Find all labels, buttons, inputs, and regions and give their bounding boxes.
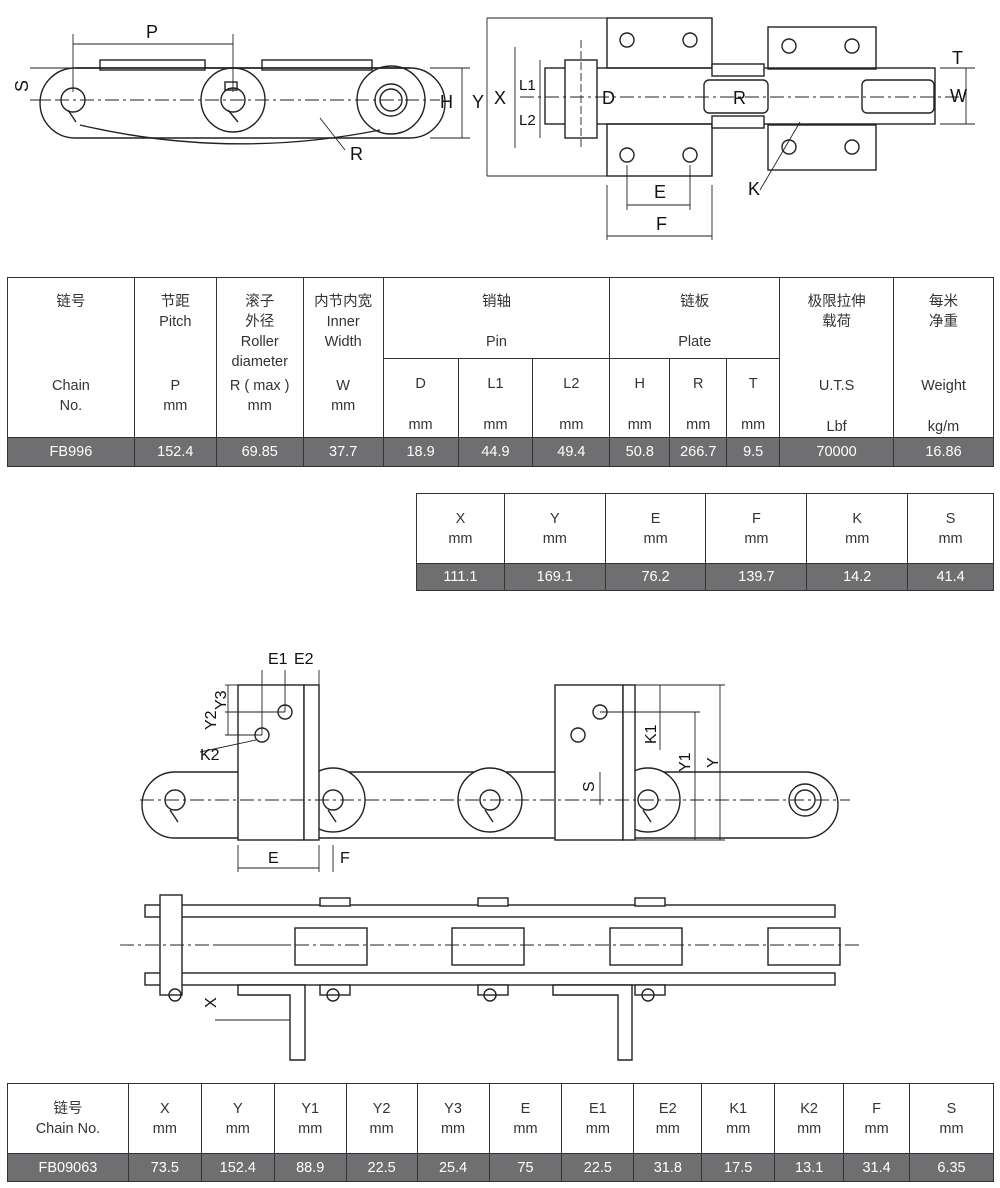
cell-S: 41.4 <box>907 563 994 591</box>
table-row: FB996 152.4 69.85 37.7 18.9 44.9 49.4 50… <box>7 437 994 467</box>
label-E1: E1 <box>268 651 288 668</box>
label-K: K <box>748 179 760 199</box>
cell-pitch: 152.4 <box>133 437 217 467</box>
cell-L1: 44.9 <box>457 437 534 467</box>
cell-E2: 31.8 <box>633 1153 703 1182</box>
cell-L2: 49.4 <box>532 437 611 467</box>
cell-D: 18.9 <box>382 437 459 467</box>
header-inner-width: 内节内宽 Inner Width W mm <box>302 277 384 438</box>
label-R-side: R <box>350 144 363 164</box>
cell-Y: 152.4 <box>200 1153 275 1182</box>
cell-F: 31.4 <box>843 1153 911 1182</box>
label-S-bottom: S <box>581 781 598 792</box>
bottom-chain-drawing: E1 E2 Y3 Y2 K2 E F K1 Y1 Y S X <box>120 651 860 1061</box>
cell-R: 266.7 <box>669 437 728 467</box>
header-pin: 销轴 Pin <box>382 277 611 359</box>
header-pitch: 节距 Pitch P mm <box>133 277 217 438</box>
label-X: X <box>494 88 506 108</box>
label-R-top: R <box>733 88 746 108</box>
label-K2: K2 <box>200 747 220 764</box>
cell-E: 76.2 <box>604 563 707 591</box>
spec-table-fb996: 链号 Chain No. 节距 Pitch P mm 滚子 外径 Roller … <box>7 277 994 467</box>
cell-H: 50.8 <box>609 437 671 467</box>
label-E2: E2 <box>294 651 314 668</box>
label-Y3: Y3 <box>213 690 230 710</box>
label-Y2: Y2 <box>203 710 220 730</box>
label-Y: Y <box>472 92 484 112</box>
label-F-bottom: F <box>340 850 350 867</box>
cell-Y: 169.1 <box>503 563 606 591</box>
label-L1: L1 <box>519 77 536 94</box>
header-uts: 极限拉伸 载荷 U.T.S Lbf <box>779 277 895 438</box>
cell-roller: 69.85 <box>215 437 304 467</box>
label-Y1: Y1 <box>677 752 694 772</box>
header-roller-diameter: 滚子 外径 Roller diameter R ( max ) mm <box>215 277 304 438</box>
label-E-bottom: E <box>268 850 279 867</box>
label-P: P <box>146 22 158 42</box>
label-D: D <box>602 88 615 108</box>
header-weight: 每米 净重 Weight kg/m <box>893 277 994 438</box>
cell-chain-no: FB09063 <box>7 1153 129 1182</box>
cell-chain-no: FB996 <box>7 437 135 467</box>
cell-K1: 17.5 <box>701 1153 776 1182</box>
cell-Y3: 25.4 <box>416 1153 490 1182</box>
cell-uts: 70000 <box>779 437 895 467</box>
cell-K: 14.2 <box>806 563 909 591</box>
cell-X: 111.1 <box>416 563 505 591</box>
label-Y-bottom: Y <box>705 757 722 768</box>
header-plate: 链板 Plate <box>609 277 781 359</box>
cell-F: 139.7 <box>705 563 808 591</box>
cell-inner-width: 37.7 <box>302 437 384 467</box>
top-chain-drawing: P S H Y R X L1 L2 D R T W E F K <box>12 17 975 240</box>
cell-S: 6.35 <box>909 1153 994 1182</box>
cell-Y2: 22.5 <box>345 1153 418 1182</box>
label-F: F <box>656 214 667 234</box>
cell-T: 9.5 <box>726 437 781 467</box>
label-S: S <box>12 80 32 92</box>
cell-X: 73.5 <box>127 1153 202 1182</box>
table-row: FB09063 73.5 152.4 88.9 22.5 25.4 75 22.… <box>7 1153 994 1182</box>
label-L2: L2 <box>519 112 536 129</box>
label-K1: K1 <box>643 724 660 744</box>
header-chain-no: 链号 Chain No. <box>7 277 135 438</box>
label-X-bottom: X <box>203 997 220 1008</box>
label-W: W <box>950 86 967 106</box>
label-E: E <box>654 182 666 202</box>
table-row: 111.1 169.1 76.2 139.7 14.2 41.4 <box>416 563 994 591</box>
cell-E: 75 <box>488 1153 563 1182</box>
cell-K2: 13.1 <box>774 1153 845 1182</box>
label-H: H <box>440 92 453 112</box>
cell-weight: 16.86 <box>893 437 994 467</box>
label-T: T <box>952 48 963 68</box>
cell-E1: 22.5 <box>561 1153 635 1182</box>
cell-Y1: 88.9 <box>273 1153 347 1182</box>
